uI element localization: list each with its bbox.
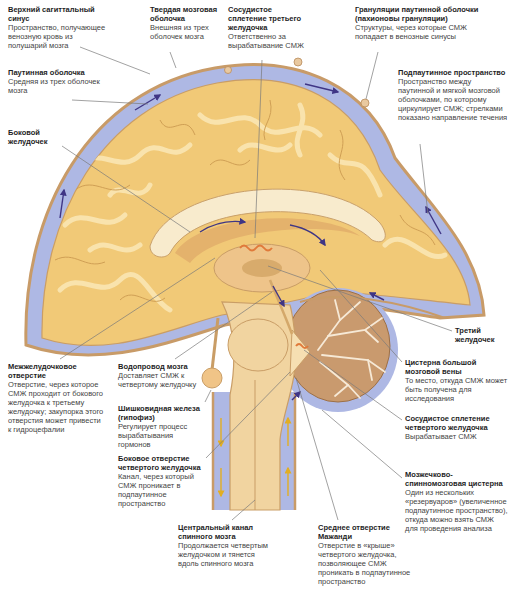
label-body: Пространство между паутинной и мягкой мо… xyxy=(398,77,508,122)
callout: Твердая мозговая оболочкаВнешняя из трех… xyxy=(150,5,222,41)
granulation xyxy=(294,58,302,66)
callout: Боковое отверстие четвертого желудочкаКа… xyxy=(118,454,203,508)
label-body: Канал, через который СМЖ проникает в под… xyxy=(118,472,203,508)
label-body: Ответственно за вырабатывание СМЖ xyxy=(228,32,310,50)
tentorium xyxy=(300,297,445,318)
callout: Грануляции паутинной оболочки (пахионовы… xyxy=(355,5,480,41)
label-body: Отверстие, через которое СМЖ проходит от… xyxy=(8,380,106,434)
choroid-plexus xyxy=(296,344,308,348)
cerebellum xyxy=(286,290,390,402)
callout: Верхний сагиттальный синусПространство, … xyxy=(8,5,108,50)
label-body: Структуры, через которые СМЖ попадает в … xyxy=(355,23,480,41)
label-body: Внешняя из трех оболочек мозга xyxy=(150,23,222,41)
callout: Подпаутинное пространствоПространство ме… xyxy=(398,68,508,122)
granulation xyxy=(225,67,232,74)
callout: Среднее отверстие МажандиОтверстие в «кр… xyxy=(318,523,413,586)
label-heading: Грануляции паутинной оболочки (пахионовы… xyxy=(355,5,480,23)
label-heading: Паутинная оболочка xyxy=(8,68,103,77)
callout: Боковой желудочек xyxy=(8,128,60,146)
label-heading: Шишковидная железа (гипофиз) xyxy=(118,404,203,422)
third-ventricle xyxy=(242,259,282,277)
label-heading: Центральный канал спинного мозга xyxy=(178,523,270,541)
label-heading: Третий желудочек xyxy=(455,326,510,344)
label-heading: Подпаутинное пространство xyxy=(398,68,508,77)
callout: Водопровод мозгаДоставляет СМЖ к четверт… xyxy=(118,362,198,389)
label-heading: Верхний сагиттальный синус xyxy=(8,5,108,23)
choroid-plexus xyxy=(240,246,272,251)
label-heading: Сосудистое сплетение четвертого желудочк… xyxy=(405,414,508,432)
label-heading: Межжелудочковое отверстие xyxy=(8,362,106,380)
callout: Центральный канал спинного мозгаПродолжа… xyxy=(178,523,270,568)
gyri xyxy=(55,100,445,310)
pituitary xyxy=(202,368,222,388)
leader-lines xyxy=(60,47,452,520)
label-body: Продолжается четвертым желудочком и тяне… xyxy=(178,541,270,568)
label-body: Средняя из трех оболочек мозга xyxy=(8,77,103,95)
label-heading: Цистерна большой мозговой вены xyxy=(405,358,508,376)
label-body: Вырабатывает СМЖ xyxy=(405,432,508,441)
thalamus xyxy=(214,244,310,292)
label-heading: Мозжечково-спинномозговая цистерна xyxy=(405,470,508,488)
cistern xyxy=(278,288,398,412)
callout: Паутинная оболочкаСредняя из трех оболоч… xyxy=(8,68,103,95)
callout: Сосудистое сплетение третьего желудочкаО… xyxy=(228,5,310,50)
label-heading: Боковой желудочек xyxy=(8,128,60,146)
callout: Шишковидная железа (гипофиз)Регулирует п… xyxy=(118,404,203,449)
flow-arrows xyxy=(60,84,441,400)
label-heading: Среднее отверстие Мажанди xyxy=(318,523,413,541)
callout: Сосудистое сплетение четвертого желудочк… xyxy=(405,414,508,441)
arbor-vitae xyxy=(318,300,385,398)
callout: Третий желудочек xyxy=(455,326,510,344)
pons xyxy=(228,319,288,371)
label-heading: Боковое отверстие четвертого желудочка xyxy=(118,454,203,472)
fourth-ventricle xyxy=(290,330,310,376)
label-body: Доставляет СМЖ к четвертому желудочку xyxy=(118,371,198,389)
label-body: Отверстие в «крыше» четвертого желудочка… xyxy=(318,541,413,586)
aqueduct xyxy=(270,280,292,334)
spinal-flow-arrows xyxy=(221,418,288,496)
central-canal xyxy=(255,380,256,510)
label-body: Пространство, получающее венозную кровь … xyxy=(8,23,108,50)
label-heading: Водопровод мозга xyxy=(118,362,198,371)
callout: Межжелудочковое отверстиеОтверстие, чере… xyxy=(8,362,106,434)
granulation xyxy=(361,99,369,107)
pituitary-stalk xyxy=(212,318,218,370)
label-body: Один из нескольких «резервуаров» (увелич… xyxy=(405,488,508,533)
label-heading: Твердая мозговая оболочка xyxy=(150,5,222,23)
callout: Цистерна большой мозговой веныТо место, … xyxy=(405,358,508,403)
label-heading: Сосудистое сплетение третьего желудочка xyxy=(228,5,310,32)
callout: Мозжечково-спинномозговая цистернаОдин и… xyxy=(405,470,508,533)
label-body: Регулирует процесс вырабатывания гормоно… xyxy=(118,422,203,449)
label-body: То место, откуда СМЖ может быть получена… xyxy=(405,376,508,403)
brainstem xyxy=(222,302,296,510)
